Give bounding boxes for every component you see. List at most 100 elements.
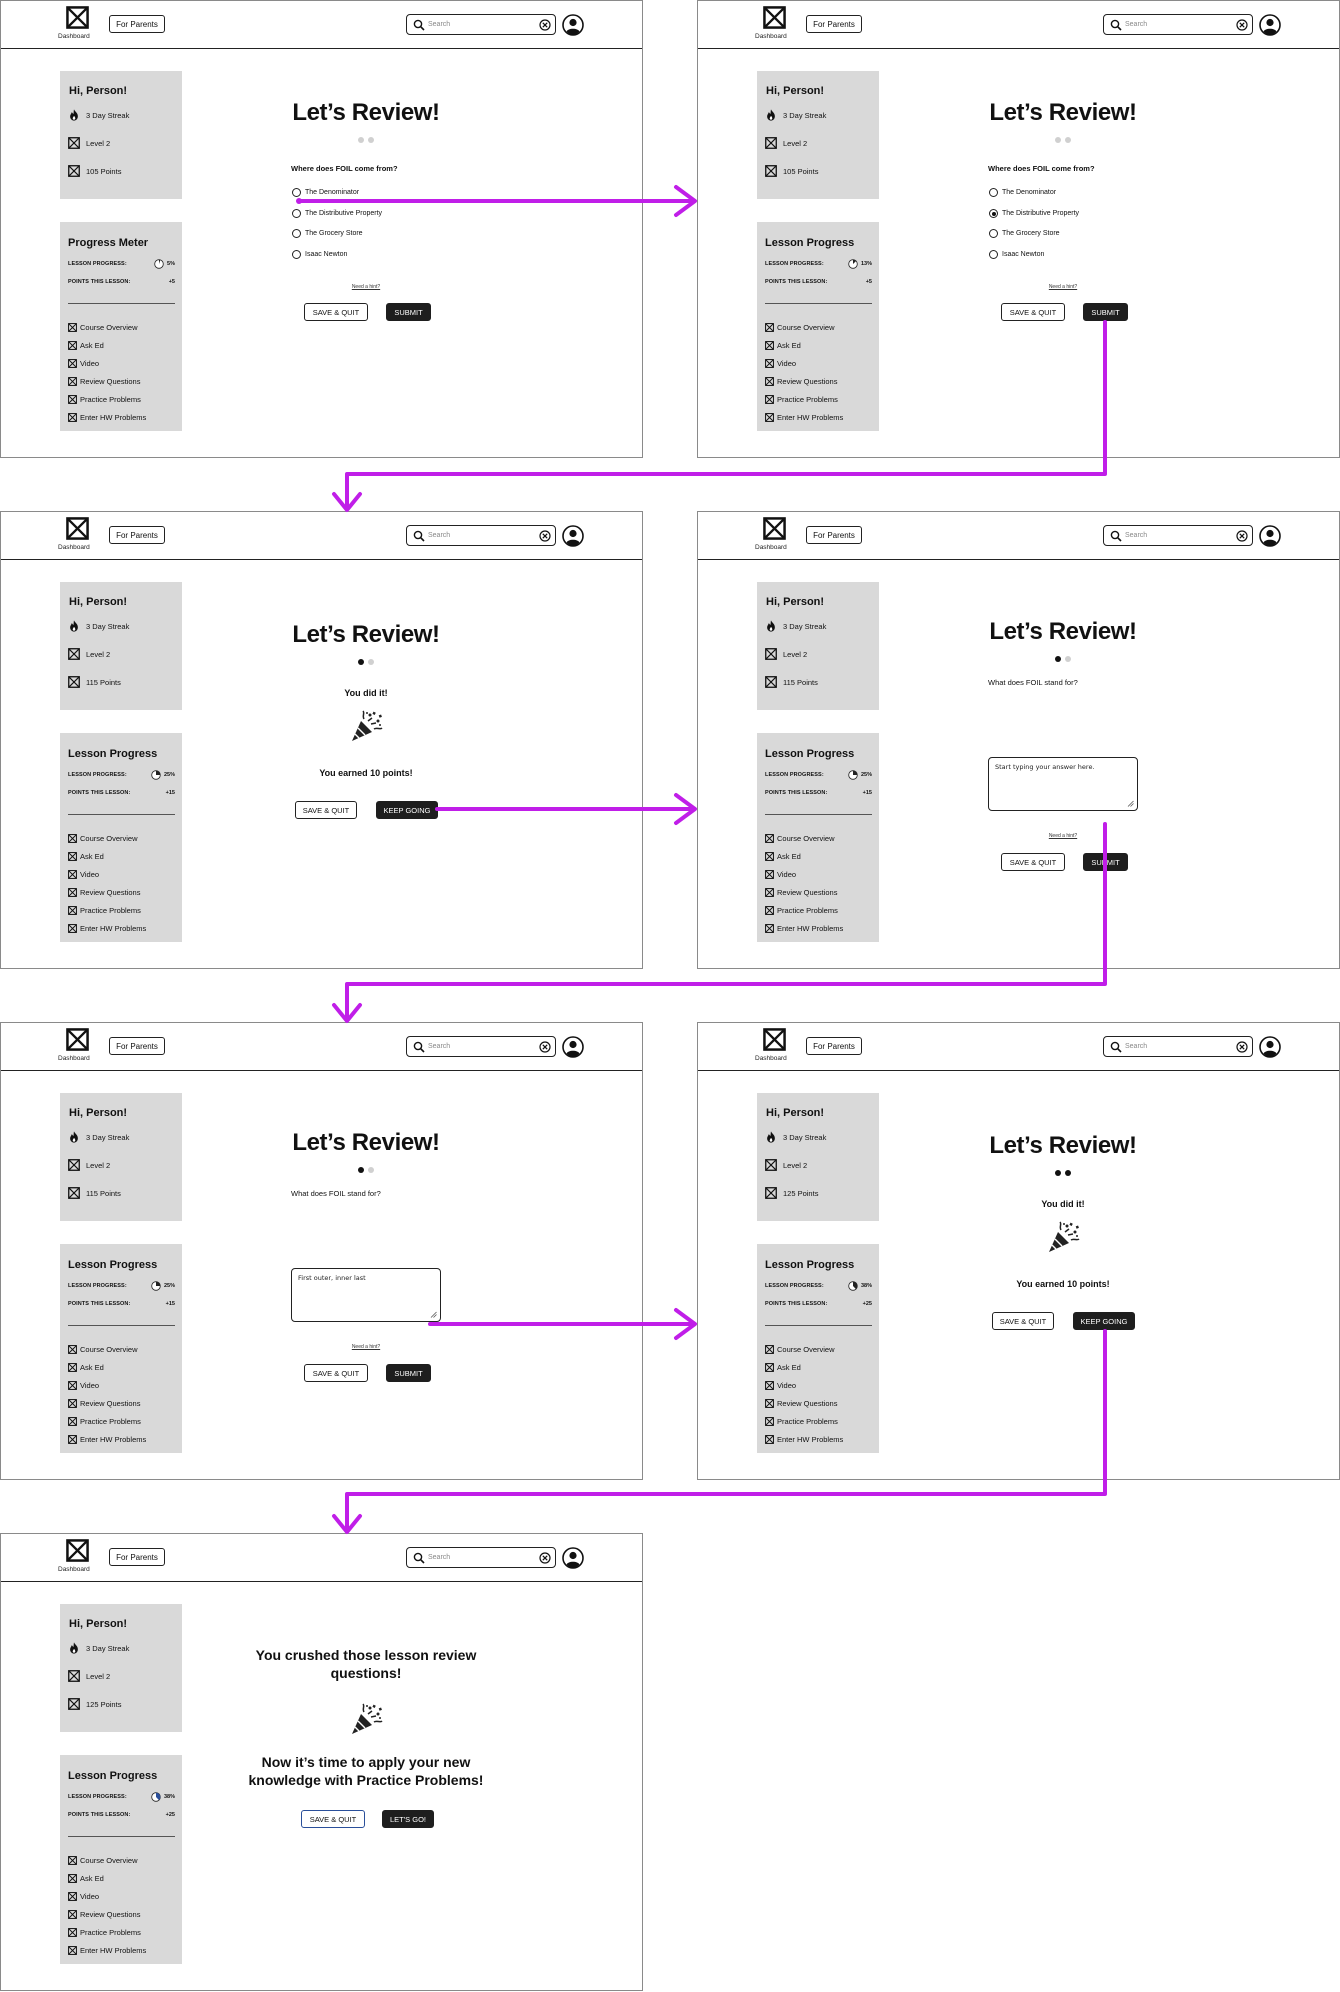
dashboard-logo-icon[interactable]	[66, 1539, 89, 1562]
radio-button[interactable]	[989, 188, 998, 197]
clear-search-icon[interactable]	[1236, 1041, 1248, 1053]
nav-course-overview[interactable]: Course Overview	[765, 829, 843, 847]
nav-review-questions[interactable]: Review Questions	[68, 883, 146, 901]
nav-ask-ed[interactable]: Ask Ed	[68, 1358, 146, 1376]
save-quit-button[interactable]: SAVE & QUIT	[304, 303, 368, 321]
nav-enter-hw-problems[interactable]: Enter HW Problems	[68, 1941, 146, 1959]
nav-enter-hw-problems[interactable]: Enter HW Problems	[765, 919, 843, 937]
nav-enter-hw-problems[interactable]: Enter HW Problems	[68, 1430, 146, 1448]
nav-video[interactable]: Video	[68, 1887, 146, 1905]
nav-review-questions[interactable]: Review Questions	[68, 1394, 146, 1412]
nav-practice-problems[interactable]: Practice Problems	[68, 1923, 146, 1941]
nav-course-overview[interactable]: Course Overview	[68, 318, 146, 336]
clear-search-icon[interactable]	[539, 530, 551, 542]
nav-practice-problems[interactable]: Practice Problems	[765, 390, 843, 408]
nav-ask-ed[interactable]: Ask Ed	[68, 336, 146, 354]
hint-link[interactable]: Need a hint?	[1048, 833, 1078, 839]
nav-video[interactable]: Video	[68, 1376, 146, 1394]
for-parents-button[interactable]: For Parents	[806, 1037, 862, 1055]
resize-grip-icon[interactable]	[430, 1311, 437, 1318]
radio-button[interactable]	[292, 209, 301, 218]
dashboard-logo-icon[interactable]	[763, 1028, 786, 1051]
clear-search-icon[interactable]	[539, 1552, 551, 1564]
dashboard-logo-icon[interactable]	[66, 1028, 89, 1051]
nav-practice-problems[interactable]: Practice Problems	[68, 390, 146, 408]
option-denominator[interactable]: The Denominator	[292, 188, 359, 197]
nav-enter-hw-problems[interactable]: Enter HW Problems	[765, 408, 843, 426]
lets-go-button[interactable]: LET'S GO!	[382, 1810, 434, 1828]
keep-going-button[interactable]: KEEP GOING	[1073, 1312, 1135, 1330]
nav-video[interactable]: Video	[765, 1376, 843, 1394]
for-parents-button[interactable]: For Parents	[806, 526, 862, 544]
option-distributive[interactable]: The Distributive Property	[292, 209, 382, 218]
nav-course-overview[interactable]: Course Overview	[765, 1340, 843, 1358]
radio-button[interactable]	[292, 229, 301, 238]
nav-review-questions[interactable]: Review Questions	[765, 883, 843, 901]
nav-video[interactable]: Video	[68, 865, 146, 883]
hint-link[interactable]: Need a hint?	[1048, 284, 1078, 290]
nav-ask-ed[interactable]: Ask Ed	[68, 1869, 146, 1887]
avatar-icon[interactable]	[1259, 525, 1281, 547]
save-quit-button[interactable]: SAVE & QUIT	[295, 801, 357, 819]
for-parents-button[interactable]: For Parents	[806, 15, 862, 33]
save-quit-button[interactable]: SAVE & QUIT	[992, 1312, 1054, 1330]
submit-button[interactable]: SUBMIT	[386, 1364, 431, 1382]
nav-enter-hw-problems[interactable]: Enter HW Problems	[68, 408, 146, 426]
search-input[interactable]: Search	[1103, 1036, 1253, 1057]
nav-review-questions[interactable]: Review Questions	[68, 372, 146, 390]
for-parents-button[interactable]: For Parents	[109, 15, 165, 33]
nav-course-overview[interactable]: Course Overview	[765, 318, 843, 336]
nav-course-overview[interactable]: Course Overview	[68, 829, 146, 847]
search-input[interactable]: Search	[406, 1547, 556, 1568]
option-grocery[interactable]: The Grocery Store	[292, 229, 363, 238]
save-quit-button[interactable]: SAVE & QUIT	[304, 1364, 368, 1382]
avatar-icon[interactable]	[1259, 1036, 1281, 1058]
radio-button[interactable]	[292, 250, 301, 259]
nav-ask-ed[interactable]: Ask Ed	[765, 336, 843, 354]
option-newton[interactable]: Isaac Newton	[292, 250, 347, 259]
search-input[interactable]: Search	[406, 525, 556, 546]
search-input[interactable]: Search	[406, 1036, 556, 1057]
nav-practice-problems[interactable]: Practice Problems	[765, 901, 843, 919]
hint-link[interactable]: Need a hint?	[351, 284, 381, 290]
for-parents-button[interactable]: For Parents	[109, 1037, 165, 1055]
search-input[interactable]: Search	[1103, 525, 1253, 546]
avatar-icon[interactable]	[562, 14, 584, 36]
save-quit-button[interactable]: SAVE & QUIT	[301, 1810, 365, 1828]
nav-review-questions[interactable]: Review Questions	[765, 372, 843, 390]
radio-button-selected[interactable]	[989, 209, 998, 218]
nav-video[interactable]: Video	[765, 354, 843, 372]
resize-grip-icon[interactable]	[1127, 800, 1134, 807]
nav-enter-hw-problems[interactable]: Enter HW Problems	[765, 1430, 843, 1448]
nav-enter-hw-problems[interactable]: Enter HW Problems	[68, 919, 146, 937]
nav-practice-problems[interactable]: Practice Problems	[765, 1412, 843, 1430]
dashboard-logo-icon[interactable]	[763, 517, 786, 540]
submit-button[interactable]: SUBMIT	[386, 303, 431, 321]
avatar-icon[interactable]	[1259, 14, 1281, 36]
option-distributive[interactable]: The Distributive Property	[989, 209, 1079, 218]
radio-button[interactable]	[989, 250, 998, 259]
clear-search-icon[interactable]	[539, 19, 551, 31]
radio-button[interactable]	[292, 188, 301, 197]
submit-button[interactable]: SUBMIT	[1083, 303, 1128, 321]
option-grocery[interactable]: The Grocery Store	[989, 229, 1060, 238]
option-newton[interactable]: Isaac Newton	[989, 250, 1044, 259]
dashboard-logo-icon[interactable]	[66, 6, 89, 29]
option-denominator[interactable]: The Denominator	[989, 188, 1056, 197]
search-input[interactable]: Search	[406, 14, 556, 35]
answer-textarea[interactable]: Start typing your answer here.	[988, 757, 1138, 811]
nav-practice-problems[interactable]: Practice Problems	[68, 901, 146, 919]
dashboard-logo-icon[interactable]	[66, 517, 89, 540]
radio-button[interactable]	[989, 229, 998, 238]
nav-video[interactable]: Video	[68, 354, 146, 372]
nav-course-overview[interactable]: Course Overview	[68, 1851, 146, 1869]
search-input[interactable]: Search	[1103, 14, 1253, 35]
nav-practice-problems[interactable]: Practice Problems	[68, 1412, 146, 1430]
for-parents-button[interactable]: For Parents	[109, 1548, 165, 1566]
nav-review-questions[interactable]: Review Questions	[68, 1905, 146, 1923]
for-parents-button[interactable]: For Parents	[109, 526, 165, 544]
avatar-icon[interactable]	[562, 525, 584, 547]
answer-textarea[interactable]: First outer, inner last	[291, 1268, 441, 1322]
keep-going-button[interactable]: KEEP GOING	[376, 801, 438, 819]
nav-review-questions[interactable]: Review Questions	[765, 1394, 843, 1412]
